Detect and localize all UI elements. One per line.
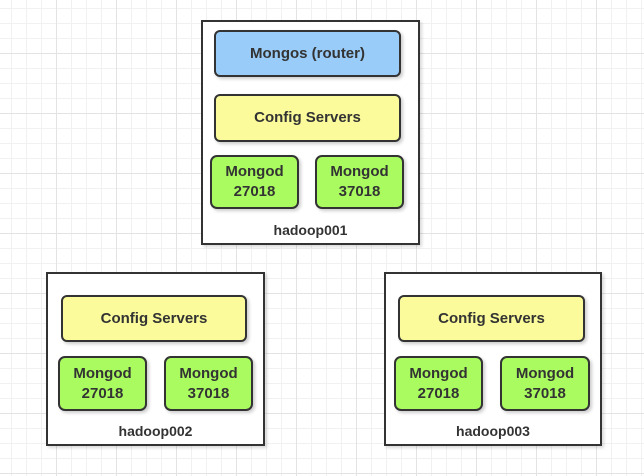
host-container-hadoop003[interactable]: Config Servers Mongod 27018 Mongod 37018… [384,272,602,446]
host-label-hadoop001: hadoop001 [273,222,348,238]
node-config-servers-hadoop003-label: Config Servers [438,309,545,327]
node-mongod-37018-hadoop001[interactable]: Mongod 37018 [315,155,404,209]
node-mongod-27018-hadoop001-label: Mongod 27018 [225,163,284,200]
node-mongod-37018-hadoop003-label: Mongod 37018 [515,364,575,402]
host-container-hadoop002[interactable]: Config Servers Mongod 27018 Mongod 37018… [46,272,265,446]
node-mongod-27018-hadoop002[interactable]: Mongod 27018 [58,356,147,411]
node-mongos-router[interactable]: Mongos (router) [214,30,401,77]
node-mongod-37018-hadoop003[interactable]: Mongod 37018 [500,356,590,411]
node-mongod-37018-hadoop001-label: Mongod 37018 [330,163,389,200]
node-config-servers-hadoop002-label: Config Servers [100,309,208,327]
node-mongos-router-label: Mongos (router) [250,44,365,62]
node-config-servers-hadoop003[interactable]: Config Servers [398,295,585,342]
node-mongod-27018-hadoop003[interactable]: Mongod 27018 [394,356,483,411]
host-label-hadoop002: hadoop002 [118,423,193,439]
node-mongod-37018-hadoop002[interactable]: Mongod 37018 [164,356,253,411]
host-container-hadoop001[interactable]: Mongos (router) Config Servers Mongod 27… [201,20,420,245]
node-config-servers-hadoop001[interactable]: Config Servers [214,94,401,142]
node-mongod-27018-hadoop003-label: Mongod 27018 [409,364,468,402]
host-label-hadoop003: hadoop003 [456,423,530,439]
node-mongod-37018-hadoop002-label: Mongod 37018 [179,364,238,402]
node-config-servers-hadoop002[interactable]: Config Servers [61,295,247,342]
node-mongod-27018-hadoop001[interactable]: Mongod 27018 [210,155,299,209]
node-config-servers-hadoop001-label: Config Servers [254,109,361,127]
node-mongod-27018-hadoop002-label: Mongod 27018 [73,364,132,402]
